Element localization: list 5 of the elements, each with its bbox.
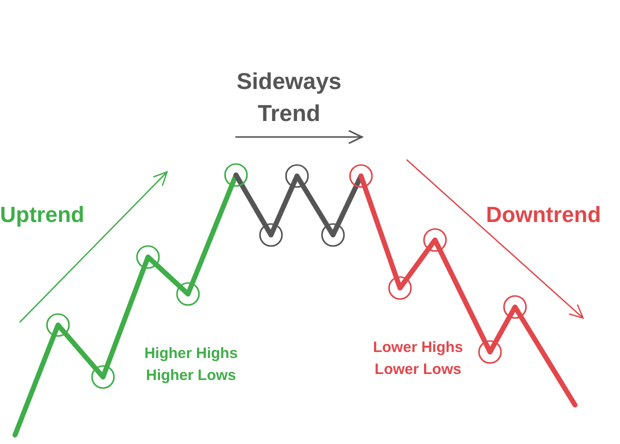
trend-title: Sideways Trend <box>236 67 342 128</box>
trend-note: Higher Highs Higher Lows <box>143 344 239 386</box>
trend-label: Uptrend <box>0 201 86 229</box>
trend-note: Lower Highs Lower Lows <box>372 338 464 380</box>
trend-label: Downtrend <box>486 201 602 229</box>
